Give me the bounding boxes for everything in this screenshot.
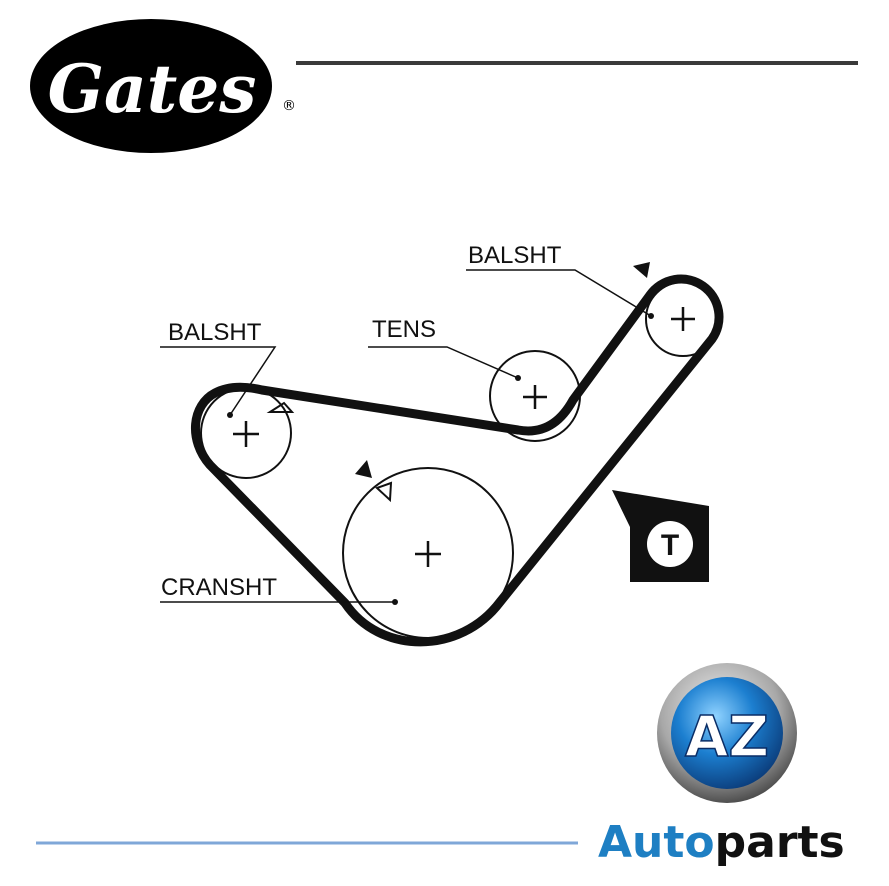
az-logo-monogram: AZ <box>685 705 769 770</box>
timing-mark-letter: T <box>661 529 679 562</box>
rotation-arrow-cransht <box>355 460 372 478</box>
autoparts-word-parts: parts <box>715 817 845 868</box>
leader-dot-cransht <box>392 599 398 605</box>
leader-balsht-top <box>466 269 652 317</box>
rotation-arrow-balsht-top <box>633 262 650 278</box>
az-logo-badge: AZ <box>657 663 797 803</box>
autoparts-wordmark: Autoparts <box>598 817 845 868</box>
label-tens: TENS <box>372 316 436 343</box>
gates-logo: Gates ® <box>30 19 296 153</box>
label-cransht: CRANSHT <box>161 574 277 601</box>
timing-belt <box>191 274 724 647</box>
leader-balsht-left <box>160 346 277 416</box>
leader-tens <box>368 346 519 379</box>
label-balsht-left: BALSHT <box>168 319 262 346</box>
leader-dot-balsht-left <box>227 412 233 418</box>
leader-dot-tens <box>515 375 521 381</box>
registered-mark: ® <box>282 98 296 114</box>
leader-dot-balsht-top <box>648 313 654 319</box>
label-balsht-top: BALSHT <box>468 242 562 269</box>
timing-mark-badge: T <box>612 490 709 582</box>
rotation-arrow-cransht-outline <box>375 481 393 503</box>
gates-logo-text: Gates <box>48 50 257 128</box>
rotation-arrow-balsht-left <box>266 401 295 413</box>
autoparts-word-auto: Auto <box>598 817 715 868</box>
